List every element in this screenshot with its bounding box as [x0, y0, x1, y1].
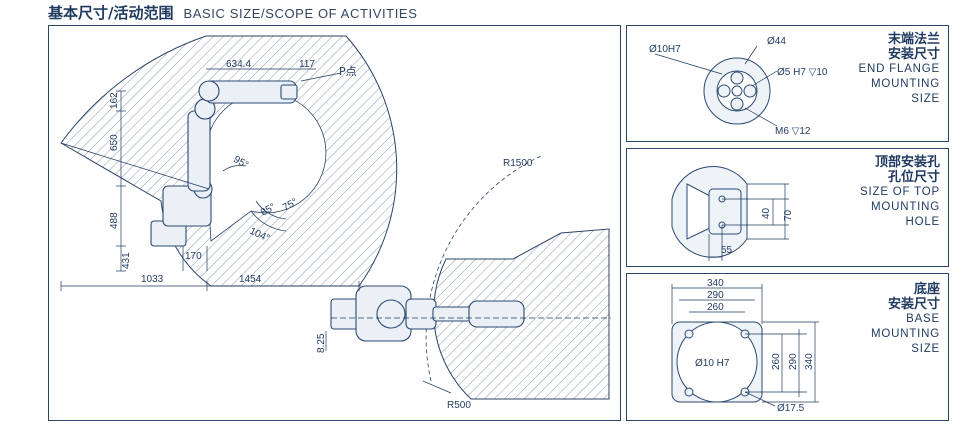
flange-dim-phi10: Ø10H7: [649, 44, 681, 55]
top-dim-55: 55: [721, 245, 733, 256]
base-dim-phi10: Ø10 H7: [695, 358, 730, 369]
base-dim-w340: 340: [707, 278, 724, 289]
flange-title-cn-2: 安装尺寸: [887, 47, 940, 62]
flange-title: 末端法兰 安装尺寸 END FLANGE MOUNTING SIZE: [859, 32, 941, 107]
dim-431: 431: [121, 252, 132, 269]
dim-1033: 1033: [141, 274, 164, 285]
top-title-cn-2: 孔位尺寸: [887, 170, 940, 185]
base-dim-phi175: Ø17.5: [777, 403, 805, 414]
flange-title-en-1: END FLANGE: [858, 63, 940, 75]
top-dim-70: 70: [783, 209, 794, 221]
base-svg: 340 290 260 Ø10 H7 260 290 340 Ø17.5: [671, 278, 819, 414]
base-dim-h340: 340: [804, 353, 815, 370]
dim-162: 162: [109, 92, 120, 109]
dim-8-25: 8.25: [316, 333, 327, 353]
top-title-en-1: SIZE OF TOP: [860, 186, 940, 198]
dim-634: 634.4: [226, 59, 251, 70]
flange-panel: Ø10H7 Ø44 Ø5 H7 ▽10 M6 ▽12 末端法兰 安装尺寸 END…: [626, 25, 949, 142]
base-title-en-2: MOUNTING: [870, 328, 940, 340]
top-dim-40: 40: [761, 207, 772, 219]
page-title-en: BASIC SIZE/SCOPE OF ACTIVITIES: [183, 6, 418, 21]
base-dim-w260: 260: [707, 302, 724, 313]
flange-dim-phi5: Ø5 H7 ▽10: [777, 67, 828, 78]
page-title: 基本尺寸/活动范围 BASIC SIZE/SCOPE OF ACTIVITIES: [48, 2, 417, 22]
top-title-en-3: HOLE: [905, 216, 940, 228]
flange-title-en-3: SIZE: [911, 93, 940, 105]
top-hole-title: 顶部安装孔 孔位尺寸 SIZE OF TOP MOUNTING HOLE: [860, 155, 940, 230]
base-title-en-3: SIZE: [911, 343, 940, 355]
p-point-label: P点: [339, 65, 357, 78]
flange-dim-phi44: Ø44: [767, 36, 786, 47]
base-title-en-1: BASE: [906, 313, 940, 325]
flange-dim-m6: M6 ▽12: [775, 126, 811, 137]
base-title: 底座 安装尺寸 BASE MOUNTING SIZE: [871, 282, 940, 357]
dim-488: 488: [109, 212, 120, 229]
flange-title-en-2: MOUNTING: [870, 78, 940, 90]
base-dim-w290: 290: [707, 290, 724, 301]
dim-650: 650: [109, 134, 120, 151]
robot-top-view: [330, 285, 525, 342]
radius-1500: R1500: [503, 158, 533, 169]
dim-170: 170: [185, 251, 202, 262]
top-title-cn-1: 顶部安装孔: [874, 155, 940, 170]
robot-side-view: [150, 80, 298, 247]
dim-117: 117: [299, 59, 315, 70]
dim-1454: 1454: [239, 274, 262, 285]
r1500-arc: [425, 155, 542, 382]
base-dim-h260: 260: [771, 353, 782, 370]
base-panel: 340 290 260 Ø10 H7 260 290 340 Ø17.5 底座 …: [626, 273, 949, 421]
top-title-en-2: MOUNTING: [870, 201, 940, 213]
base-title-cn-1: 底座: [913, 282, 940, 297]
flange-svg: Ø10H7 Ø44 Ø5 H7 ▽10 M6 ▽12: [649, 36, 828, 137]
top-hole-svg: 40 70 55: [671, 166, 794, 261]
radius-500: R500: [447, 400, 471, 411]
side-inner-range: [205, 92, 327, 242]
base-dim-h290: 290: [788, 353, 799, 370]
page-title-cn: 基本尺寸/活动范围: [48, 4, 174, 22]
base-title-cn-2: 安装尺寸: [887, 297, 940, 312]
flange-title-cn-1: 末端法兰: [887, 32, 940, 47]
work-range-diagram: 634.4 117 P点 162 650 488 431 1033 1454 1…: [48, 25, 621, 421]
work-range-svg: 634.4 117 P点 162 650 488 431 1033 1454 1…: [60, 35, 611, 411]
top-hole-panel: 40 70 55 顶部安装孔 孔位尺寸 SIZE OF TOP MOUNTING…: [626, 148, 949, 267]
